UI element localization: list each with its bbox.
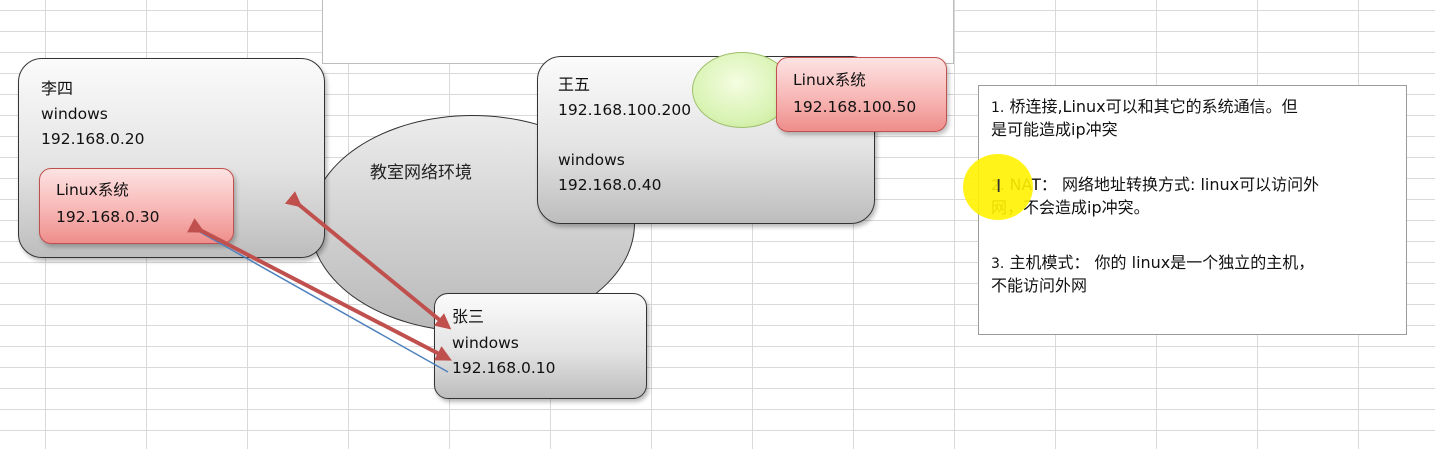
note-item-2: 2. NAT： 网络地址转换方式: linux可以访问外 网，不会造成ip冲突。 [991, 174, 1396, 219]
text-cursor-icon: I [996, 176, 1002, 197]
note-2-line2: 网，不会造成ip冲突。 [991, 198, 1150, 217]
note-3-line2: 不能访问外网 [991, 276, 1088, 295]
cursor-highlight [963, 154, 1033, 220]
linux-vm-wangwu: Linux系统 192.168.100.50 [776, 57, 947, 132]
zhangsan-name: 张三 [452, 307, 485, 326]
note-3-number: 3. [991, 256, 1005, 272]
classroom-network-label: 教室网络环境 [370, 163, 472, 183]
network-modes-notes: 1. 桥连接,Linux可以和其它的系统通信。但 是可能造成ip冲突 2. NA… [978, 85, 1407, 335]
zhangsan-os: windows [452, 334, 519, 352]
note-1-number: 1. [991, 100, 1005, 116]
wangwu-ip2: 192.168.0.40 [558, 176, 662, 194]
vm-wangwu-label: Linux系统 [793, 71, 866, 89]
lisi-os: windows [41, 105, 108, 123]
note-1-line2: 是可能造成ip冲突 [991, 120, 1118, 139]
note-2-line1: NAT： 网络地址转换方式: linux可以访问外 [1009, 175, 1320, 194]
note-item-3: 3. 主机模式： 你的 linux是一个独立的主机， 不能访问外网 [991, 252, 1396, 297]
note-1-line1: 桥连接,Linux可以和其它的系统通信。但 [1009, 97, 1298, 116]
lisi-ip: 192.168.0.20 [41, 130, 145, 148]
arrow-lisi-zhangsan [284, 191, 452, 330]
wangwu-ip: 192.168.100.200 [558, 101, 692, 119]
arrow-vm-lisi-zhangsan [187, 218, 452, 361]
blue-connector-line [199, 231, 449, 373]
lisi-name: 李四 [41, 79, 74, 98]
blank-textbox-top [322, 0, 954, 64]
wangwu-os: windows [558, 151, 625, 169]
linux-vm-lisi: Linux系统 192.168.0.30 [39, 168, 234, 244]
vm-lisi-ip: 192.168.0.30 [56, 208, 160, 226]
note-3-line1: 主机模式： 你的 linux是一个独立的主机， [1009, 253, 1315, 272]
vm-wangwu-ip: 192.168.100.50 [793, 98, 917, 116]
zhangsan-ip: 192.168.0.10 [452, 359, 556, 377]
vm-lisi-label: Linux系统 [56, 181, 129, 199]
host-zhangsan: 张三 windows 192.168.0.10 [434, 293, 647, 399]
note-item-1: 1. 桥连接,Linux可以和其它的系统通信。但 是可能造成ip冲突 [991, 96, 1396, 141]
wangwu-name: 王五 [558, 75, 591, 94]
green-ellipse-shape [692, 52, 792, 128]
